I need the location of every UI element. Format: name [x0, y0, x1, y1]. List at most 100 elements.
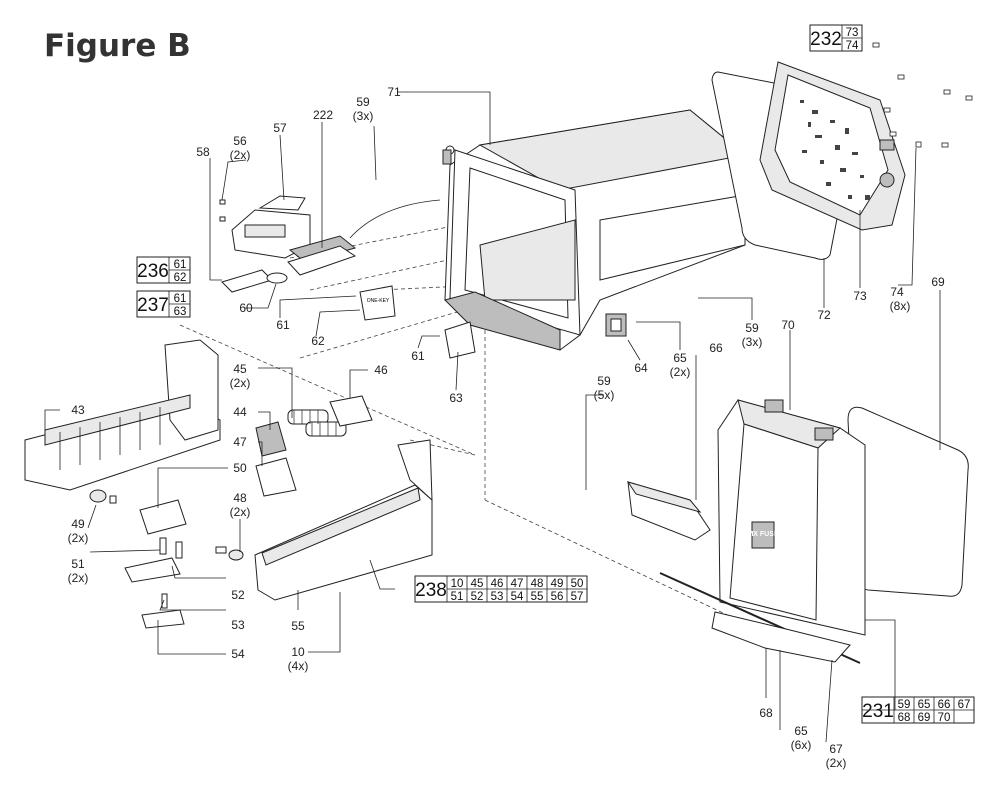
- rail-66: [626, 481, 711, 541]
- callout-56: 56: [233, 134, 247, 148]
- springs-45: [287, 409, 347, 437]
- callout-59-mid: 59: [597, 374, 611, 388]
- callout-53: 53: [231, 618, 245, 632]
- callout-65-mid-qty: (2x): [670, 365, 691, 379]
- kit-236: 236 61 62: [136, 256, 191, 284]
- callout-73: 73: [853, 289, 867, 303]
- part-50: [139, 499, 187, 535]
- callout-48: 48: [233, 491, 247, 505]
- callout-67-qty: (2x): [826, 756, 847, 770]
- kit-231-item: 68: [898, 712, 911, 724]
- callout-49: 49: [71, 517, 85, 531]
- kit-238-number: 238: [415, 580, 447, 601]
- callout-56-qty: (2x): [230, 148, 251, 162]
- callout-43: 43: [71, 403, 85, 417]
- callout-59-top: 59: [356, 95, 370, 109]
- connector-64: [605, 313, 627, 337]
- main-housing-71: [442, 109, 747, 351]
- kit-232-item: 73: [846, 27, 859, 39]
- kit-231-number: 231: [862, 701, 894, 722]
- callout-44: 44: [233, 405, 247, 419]
- callout-51: 51: [71, 557, 85, 571]
- board-components: [800, 100, 870, 200]
- callout-60: 60: [239, 301, 253, 315]
- kit-238-item: 10: [451, 578, 464, 590]
- kit-231-item: 59: [898, 699, 911, 711]
- part-46: [329, 395, 373, 427]
- kit-237: 237 61 63: [136, 290, 191, 318]
- pins-49-48: [89, 489, 244, 561]
- callout-61-right: 61: [411, 349, 425, 363]
- callout-71: 71: [387, 85, 401, 99]
- callout-63: 63: [449, 391, 463, 405]
- callout-59-top-qty: (3x): [353, 109, 374, 123]
- kit-238-item: 46: [491, 578, 504, 590]
- kit-231-item: 70: [938, 712, 951, 724]
- kit-238-item: 56: [551, 591, 564, 603]
- kit-237-item: 61: [174, 293, 187, 305]
- kit-238-item: 45: [471, 578, 484, 590]
- kit-238-item: 50: [571, 578, 584, 590]
- callout-46: 46: [374, 363, 388, 377]
- kit-236-item: 62: [174, 272, 187, 284]
- kit-236-number: 236: [137, 261, 169, 282]
- callout-51-qty: (2x): [68, 571, 89, 585]
- kit-232-number: 232: [810, 29, 842, 50]
- callout-48-qty: (2x): [230, 505, 251, 519]
- circuit-board-73: [759, 61, 906, 231]
- callout-59-mid-qty: (5x): [594, 388, 615, 402]
- callout-labels: 58 56 (2x) 57 222 59 (3x) 71 60 61 62 61…: [68, 85, 945, 770]
- kit-237-item: 63: [174, 306, 187, 318]
- callout-66: 66: [709, 341, 723, 355]
- callout-10-qty: (4x): [288, 659, 309, 673]
- callout-59-right: 59: [745, 321, 759, 335]
- kit-238-item: 49: [551, 578, 564, 590]
- callout-67: 67: [829, 742, 843, 756]
- kit-238-item: 47: [511, 578, 524, 590]
- kit-231-item: 69: [918, 712, 931, 724]
- callout-49-qty: (2x): [68, 531, 89, 545]
- callout-64: 64: [634, 361, 648, 375]
- callout-62: 62: [311, 334, 325, 348]
- callout-222: 222: [313, 108, 333, 122]
- callout-65-bottom: 65: [794, 724, 808, 738]
- springs-51-53: [159, 537, 183, 609]
- gasket-69: [847, 406, 969, 597]
- kit-231-item: 67: [958, 699, 971, 711]
- kit-238-item: 52: [471, 591, 484, 603]
- kit-238-item: 57: [571, 591, 584, 603]
- callout-45: 45: [233, 362, 247, 376]
- bracket-68: [711, 611, 851, 663]
- kit-237-number: 237: [137, 295, 169, 316]
- callout-65-mid: 65: [673, 351, 687, 365]
- figure-title: Figure B: [44, 28, 191, 64]
- kit-238-item: 53: [491, 591, 504, 603]
- callout-61-left: 61: [276, 318, 290, 332]
- plate-62: ONE-KEY: [359, 285, 396, 321]
- kit-238-item: 51: [451, 591, 464, 603]
- callout-58: 58: [196, 145, 210, 159]
- callout-65-bottom-qty: (6x): [791, 738, 812, 752]
- callout-70: 70: [781, 318, 795, 332]
- callout-59-right-qty: (3x): [742, 335, 763, 349]
- callout-55: 55: [291, 619, 305, 633]
- callout-72: 72: [817, 308, 831, 322]
- part-47: [255, 457, 297, 497]
- screws-74: [872, 42, 973, 148]
- kit-231-item: 66: [938, 699, 951, 711]
- callout-74-qty: (8x): [890, 299, 911, 313]
- kit-232: 232 73 74: [809, 24, 863, 52]
- side-rail-55: [254, 439, 433, 601]
- kit-232-item: 74: [846, 40, 859, 52]
- cover-63: [444, 321, 476, 359]
- callout-54: 54: [231, 647, 245, 661]
- part-54: [141, 609, 185, 629]
- callout-74: 74: [890, 285, 904, 299]
- bracket-43: [24, 339, 221, 491]
- callout-68: 68: [759, 706, 773, 720]
- callout-10: 10: [291, 645, 305, 659]
- mx-fuel-logo-text: MX FUSE: [747, 531, 778, 538]
- kit-238-item: 55: [531, 591, 544, 603]
